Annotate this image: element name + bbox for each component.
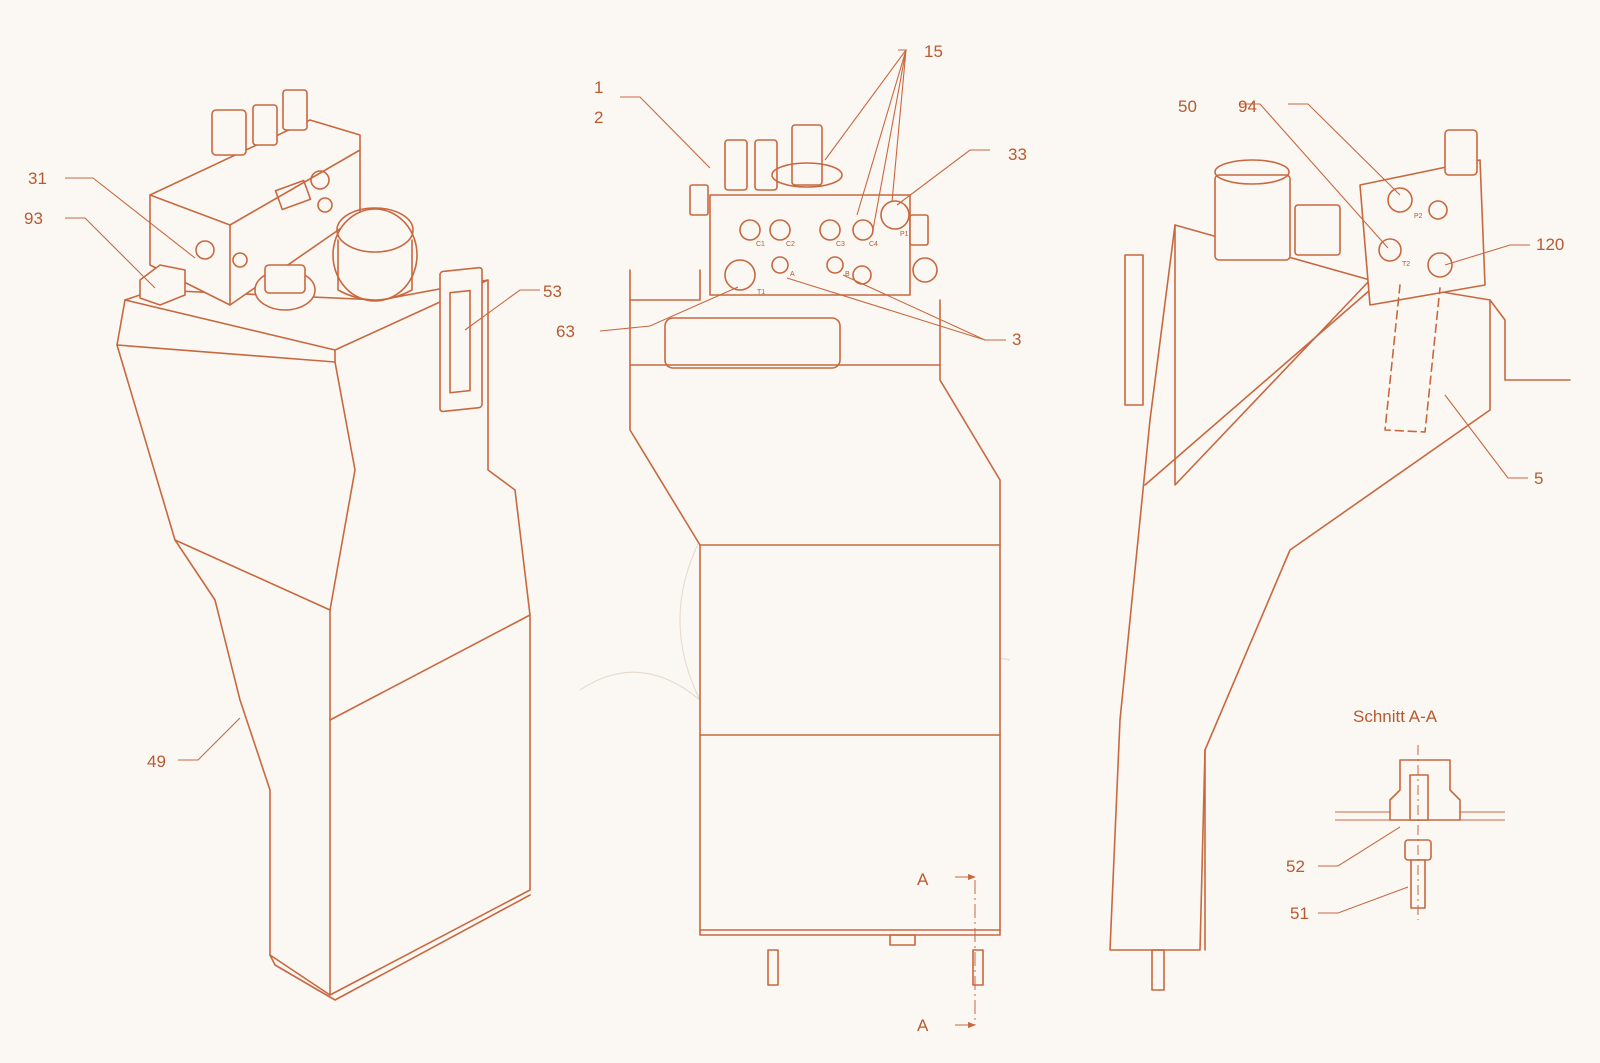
callout-2: 2 — [594, 108, 603, 127]
callout-63: 63 — [556, 322, 575, 341]
left-isometric-view — [116, 89, 531, 1001]
callout-1: 1 — [594, 78, 603, 97]
callout-labels: 31 93 53 49 1 2 15 33 63 3 50 94 120 5 5… — [24, 42, 1564, 1035]
right-side-view — [1109, 129, 1571, 991]
port-mark-c3: C3 — [836, 241, 845, 248]
port-mark-t2: T2 — [1402, 261, 1410, 268]
callout-94: 94 — [1238, 97, 1257, 116]
port-marks: C1 C2 C3 C4 P1 T1 A B P2 T2 — [756, 213, 1423, 296]
callout-33: 33 — [1008, 145, 1027, 164]
callout-49: 49 — [147, 752, 166, 771]
center-front-view — [629, 124, 1001, 1029]
callout-120: 120 — [1536, 235, 1564, 254]
port-mark-p2: P2 — [1414, 213, 1423, 220]
callout-93: 93 — [24, 209, 43, 228]
section-a-a — [1335, 745, 1505, 920]
port-mark-b: B — [845, 271, 850, 278]
port-mark-a: A — [790, 271, 795, 278]
port-mark-c4: C4 — [869, 241, 878, 248]
callout-50: 50 — [1178, 97, 1197, 116]
section-marker-bottom: A — [917, 1016, 929, 1035]
section-marker-top: A — [917, 870, 929, 889]
callout-5: 5 — [1534, 469, 1543, 488]
port-mark-t1: T1 — [757, 289, 765, 296]
callout-52: 52 — [1286, 857, 1305, 876]
port-mark-p1: P1 — [900, 231, 909, 238]
callout-15: 15 — [924, 42, 943, 61]
leader-lines — [65, 49, 1530, 914]
callout-53: 53 — [543, 282, 562, 301]
callout-51: 51 — [1290, 904, 1309, 923]
section-title: Schnitt A-A — [1353, 707, 1438, 726]
callout-3: 3 — [1012, 330, 1021, 349]
callout-31: 31 — [28, 169, 47, 188]
port-mark-c2: C2 — [786, 241, 795, 248]
port-mark-c1: C1 — [756, 241, 765, 248]
